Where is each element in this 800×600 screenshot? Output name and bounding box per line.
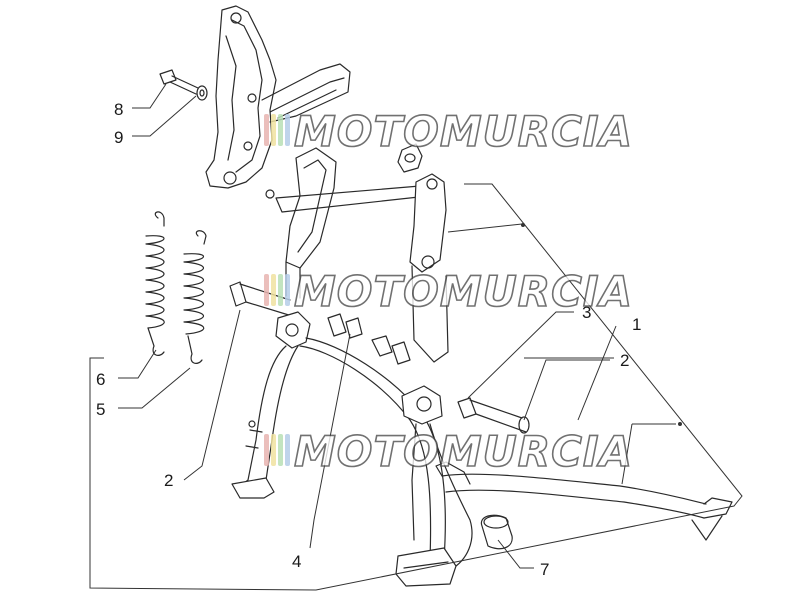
watermark-middle: MOTOMURCIA xyxy=(264,266,633,317)
callout-2-left: 2 xyxy=(164,471,173,490)
engine-bracket xyxy=(205,5,351,189)
watermark-logo-stripes xyxy=(264,434,290,466)
callout-3: 3 xyxy=(582,303,591,322)
rubber-stopper-part-7 xyxy=(480,514,513,550)
callout-9: 9 xyxy=(114,128,123,147)
leader-lines xyxy=(118,83,617,569)
bushing-part-4 xyxy=(327,313,411,365)
watermark-bottom: MOTOMURCIA xyxy=(264,426,633,477)
callout-7: 7 xyxy=(540,560,549,579)
washer-part-9 xyxy=(196,85,208,101)
group-bracket xyxy=(89,183,743,591)
stand-upper-frame xyxy=(265,143,449,363)
side-stand xyxy=(435,461,733,541)
callout-5: 5 xyxy=(96,400,105,419)
callout-6: 6 xyxy=(96,370,105,389)
center-stand xyxy=(231,311,473,587)
spring-part-6 xyxy=(145,211,165,356)
watermark-logo-stripes xyxy=(264,114,290,146)
callout-1: 1 xyxy=(632,315,641,334)
watermark-text: MOTOMURCIA xyxy=(294,427,633,476)
watermark-top: MOTOMURCIA xyxy=(264,106,633,157)
callout-8: 8 xyxy=(114,100,123,119)
callouts: 8 9 3 1 2 6 5 2 4 7 xyxy=(96,100,641,579)
watermark-text: MOTOMURCIA xyxy=(294,267,633,316)
bolt-part-8 xyxy=(159,69,199,95)
callout-2-right: 2 xyxy=(620,351,629,370)
watermark-logo-stripes xyxy=(264,274,290,306)
watermark-text: MOTOMURCIA xyxy=(294,107,633,156)
spacer-part-3 xyxy=(457,397,530,434)
callout-4: 4 xyxy=(292,552,301,571)
spring-part-5 xyxy=(183,230,207,364)
